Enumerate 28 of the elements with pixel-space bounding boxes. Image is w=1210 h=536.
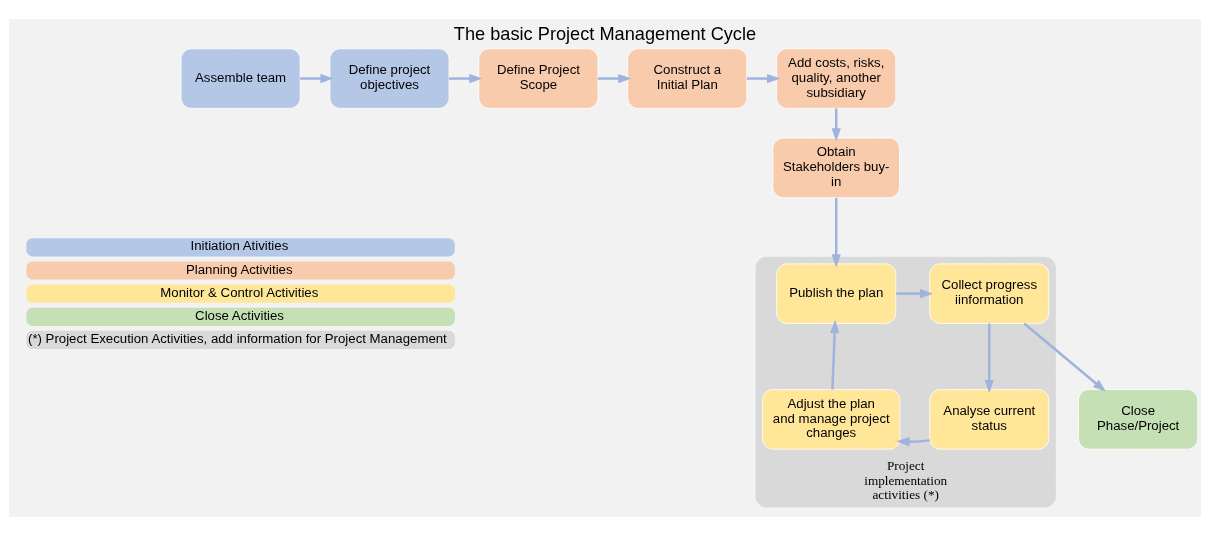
arrow	[830, 319, 840, 390]
node-box: Assemble team	[180, 48, 301, 109]
arrow	[1023, 322, 1107, 392]
node-box: Publish the plan	[776, 263, 897, 324]
legend-label: Monitor & Control Activities	[160, 284, 319, 300]
node-box: Define Project Scope	[478, 48, 599, 109]
arrow	[831, 108, 841, 142]
legend-label: Initiation Ativities	[190, 238, 289, 254]
arrow	[896, 289, 934, 299]
node-box: Close Phase/Project	[1078, 389, 1199, 450]
arrow	[598, 73, 632, 84]
node-box: Analyse current status	[929, 389, 1050, 450]
node-box: Define project objectives	[329, 48, 450, 109]
node-box: Construct a Initial Plan	[627, 48, 748, 109]
legend-label: Planning Activities	[186, 261, 293, 277]
arrow	[746, 73, 781, 84]
legend-label: Close Activities	[195, 307, 284, 323]
diagram-title: The basic Project Management Cycle	[453, 24, 757, 45]
arrow	[831, 197, 841, 268]
arrow	[984, 323, 994, 394]
node-box: Obtain Stakeholders buy-in	[772, 137, 900, 199]
arrow	[449, 73, 483, 84]
arrow	[896, 437, 930, 447]
arrow	[300, 73, 334, 84]
node-box: Add costs, risks, quality, another subsidiary	[776, 48, 897, 109]
legend-label: (*) Project Execution Activities, add information for Project Management	[28, 331, 447, 347]
node-box: Collect progress iinformation	[929, 263, 1050, 324]
node-box: Adjust the plan and manage project changes	[762, 389, 901, 450]
